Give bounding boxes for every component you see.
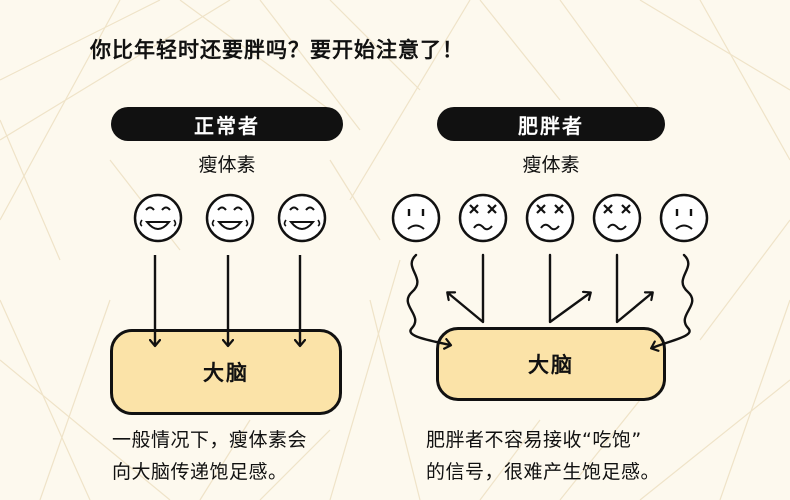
page-title: 你比年轻时还要胖吗？要开始注意了！ [90, 38, 464, 62]
obese-caption: 肥胖者不容易接收“吃饱” 的信号，很难产生饱足感。 [426, 424, 660, 488]
normal-caption-line2: 向大脑传递饱足感。 [112, 461, 288, 483]
smiling-face-icon [133, 193, 183, 243]
obese-brain-label: 大脑 [528, 353, 574, 377]
normal-signal-arrows [155, 255, 300, 345]
obese-caption-line1: 肥胖者不容易接收“吃饱” [426, 429, 642, 451]
obese-label-pill: 肥胖者 [437, 107, 665, 141]
obese-brain-box: 大脑 [436, 327, 666, 401]
normal-caption: 一般情况下，瘦体素会 向大脑传递饱足感。 [112, 424, 307, 488]
dizzy-face-icon [458, 193, 508, 243]
obese-hormone-label: 瘦体素 [522, 154, 580, 176]
obese-caption-line2: 的信号，很难产生饱足感。 [426, 461, 661, 483]
normal-label-pill: 正常者 [111, 107, 343, 141]
normal-brain-label: 大脑 [203, 361, 249, 385]
frowning-face-icon [391, 193, 441, 243]
obese-label: 肥胖者 [518, 113, 584, 138]
obese-signal-arrows [406, 253, 694, 348]
smiling-face-icon [277, 193, 327, 243]
dizzy-face-icon [592, 193, 642, 243]
normal-label: 正常者 [194, 113, 260, 138]
smiling-face-icon [205, 193, 255, 243]
dizzy-face-icon [525, 193, 575, 243]
normal-hormone-label: 瘦体素 [198, 154, 256, 176]
frowning-face-icon [659, 193, 709, 243]
normal-caption-line1: 一般情况下，瘦体素会 [112, 429, 308, 451]
